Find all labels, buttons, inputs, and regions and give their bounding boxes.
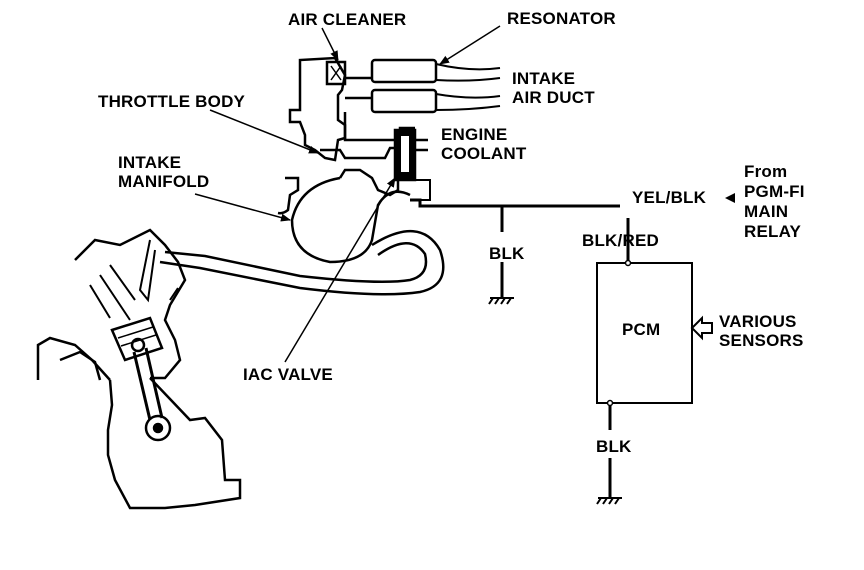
wiring — [410, 198, 630, 497]
ground-left — [488, 297, 514, 305]
label-resonator: RESONATOR — [507, 9, 616, 28]
pcm-box — [596, 262, 693, 404]
label-intake-manifold: INTAKE MANIFOLD — [118, 153, 210, 191]
pcm-terminal-bottom — [606, 399, 614, 407]
relay-arrow-icon — [725, 193, 735, 203]
label-blk-red: BLK/RED — [582, 231, 659, 250]
label-various-sensors: VARIOUS SENSORS — [719, 312, 804, 350]
air-cleaner — [288, 56, 347, 162]
label-blk-bottom: BLK — [596, 437, 632, 456]
label-iac-valve: IAC VALVE — [243, 365, 333, 384]
label-yel-blk: YEL/BLK — [632, 188, 707, 207]
label-throttle-body: THROTTLE BODY — [98, 92, 246, 111]
sensors-arrow-icon — [690, 315, 713, 341]
label-intake-air-duct: INTAKE AIR DUCT — [512, 69, 595, 107]
piston — [110, 316, 172, 442]
intake-manifold — [159, 176, 445, 296]
throttle-body — [320, 128, 431, 201]
label-from-pgm-fi-main-relay: From PGM-FI MAIN RELAY — [744, 162, 805, 241]
label-blk-left: BLK — [489, 244, 525, 263]
label-engine-coolant: ENGINE COOLANT — [441, 125, 527, 163]
engine-block — [36, 228, 242, 510]
leader-lines — [194, 25, 501, 363]
ground-bottom — [596, 497, 622, 505]
label-air-cleaner: AIR CLEANER — [288, 10, 407, 29]
label-pcm: PCM — [622, 320, 661, 339]
pcm-terminal-top — [624, 259, 632, 267]
